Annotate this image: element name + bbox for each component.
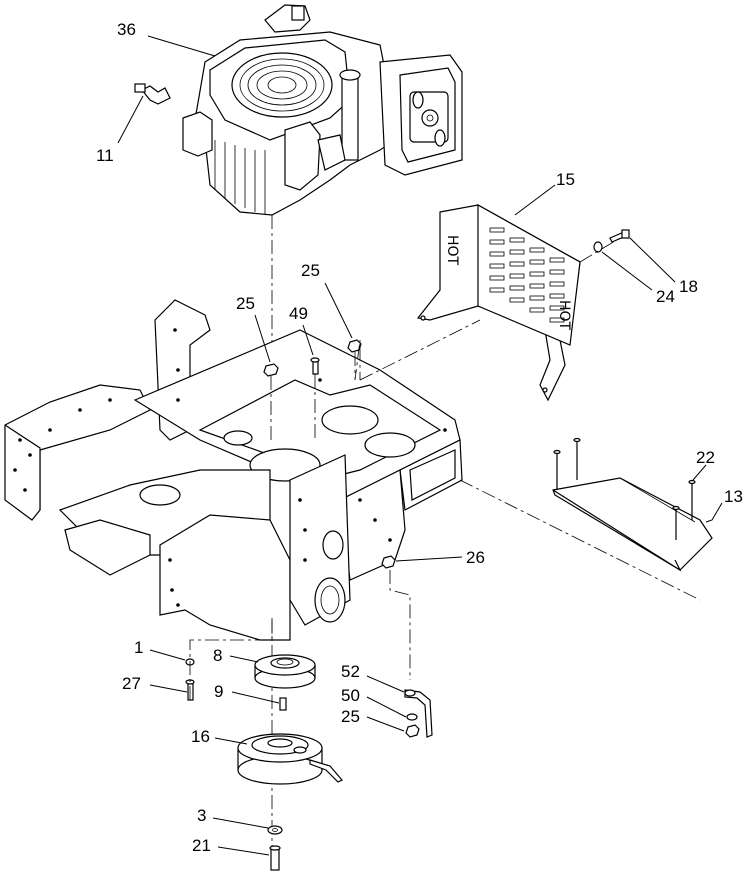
shield-bolt bbox=[579, 229, 630, 263]
callout-16: 16 bbox=[191, 727, 210, 746]
callout-11: 11 bbox=[96, 146, 114, 165]
callout-15: 15 bbox=[556, 170, 575, 189]
callout-3: 3 bbox=[197, 806, 206, 825]
callout-21: 21 bbox=[192, 836, 211, 855]
callout-52: 52 bbox=[341, 662, 360, 681]
callout-1: 1 bbox=[134, 638, 143, 657]
frame-assembly bbox=[4, 299, 463, 641]
callout-25-upper-right: 25 bbox=[301, 261, 320, 280]
engine bbox=[182, 4, 463, 420]
callout-labels: 36 11 15 18 24 25 25 49 22 13 26 1 8 27 … bbox=[96, 20, 743, 855]
heat-shield: HOT HOT bbox=[416, 203, 581, 402]
callout-25-lower: 25 bbox=[341, 707, 360, 726]
callout-22: 22 bbox=[696, 448, 715, 467]
callout-36: 36 bbox=[117, 20, 136, 39]
callout-18: 18 bbox=[679, 277, 698, 296]
callout-50: 50 bbox=[341, 686, 360, 705]
callout-24: 24 bbox=[656, 287, 675, 306]
callout-27: 27 bbox=[122, 674, 141, 693]
pulley-stack bbox=[185, 618, 343, 871]
hot-decal-left: HOT bbox=[444, 235, 460, 266]
callout-25-upper-left: 25 bbox=[236, 294, 255, 313]
elbow-fitting bbox=[134, 83, 171, 105]
lower-shield bbox=[459, 437, 713, 601]
callout-49: 49 bbox=[289, 304, 308, 323]
callout-13: 13 bbox=[724, 487, 743, 506]
hot-decal-right: HOT bbox=[556, 300, 572, 331]
leader-lines bbox=[117, 35, 723, 856]
callout-9: 9 bbox=[214, 682, 223, 701]
callout-26: 26 bbox=[466, 548, 485, 567]
callout-8: 8 bbox=[213, 646, 222, 665]
hardware bbox=[263, 319, 481, 738]
